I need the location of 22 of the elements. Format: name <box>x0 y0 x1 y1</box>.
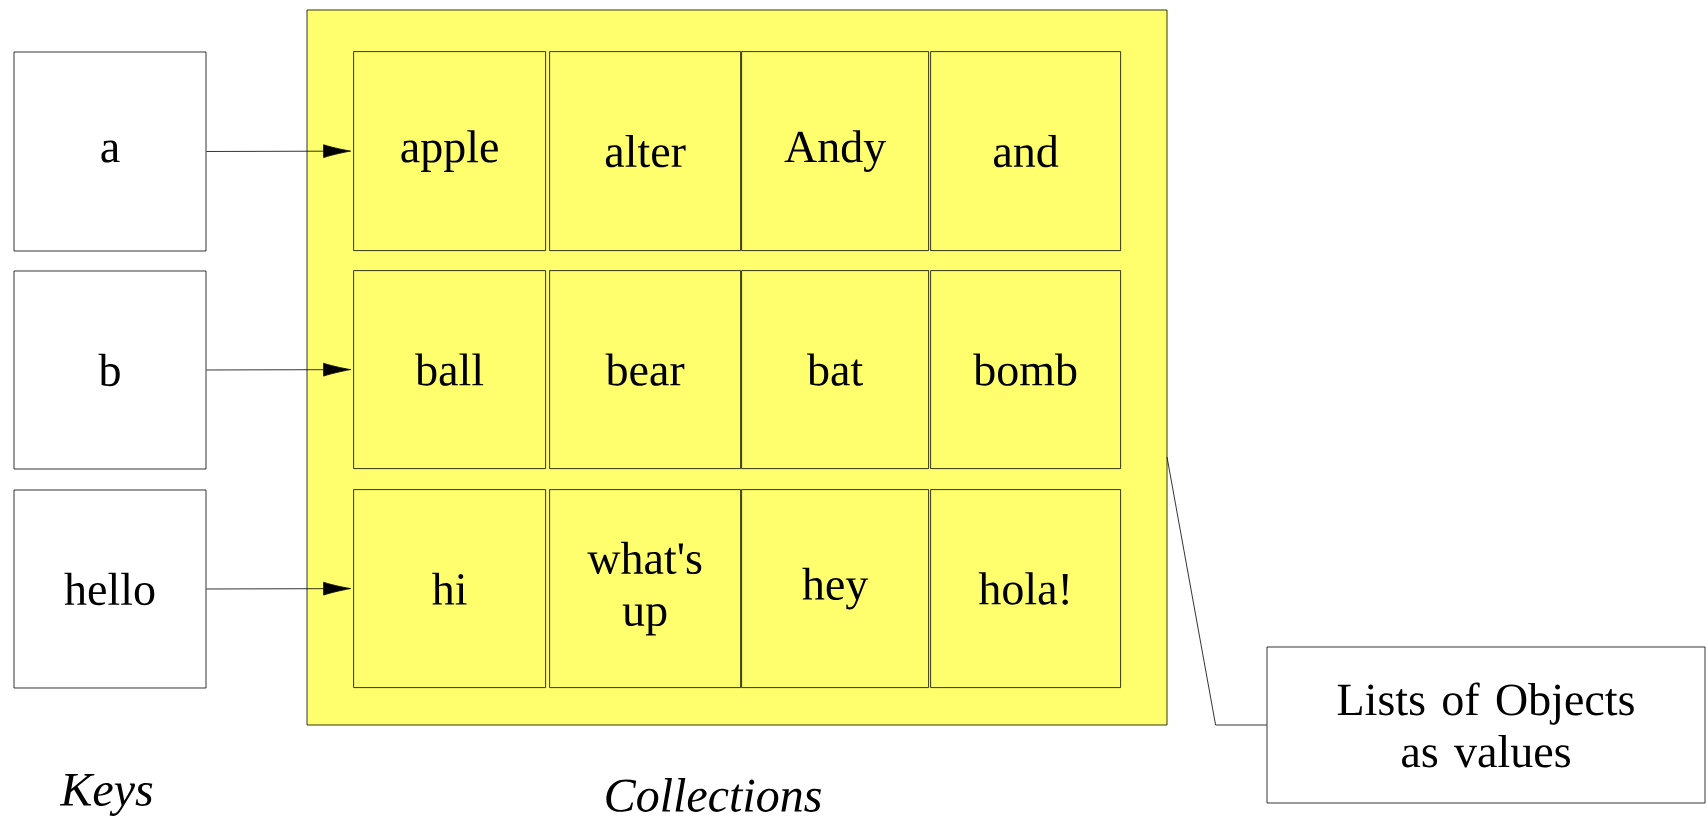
list-cell: apple <box>353 51 546 251</box>
list-cell: ball <box>353 270 546 469</box>
callout-box: Lists of Objects as values <box>1266 646 1706 804</box>
leader-line <box>1166 456 1267 726</box>
arrow <box>206 144 351 158</box>
key-box: b <box>13 270 207 470</box>
list-cell: Andy <box>741 51 929 251</box>
key-box: hello <box>13 489 207 689</box>
key-box: a <box>13 51 207 252</box>
list-cell: hi <box>353 489 546 688</box>
list-cell: and <box>930 51 1121 251</box>
arrow <box>206 362 351 377</box>
list-cell: bat <box>741 270 929 469</box>
list-cell: alter <box>549 51 741 251</box>
arrow <box>206 581 351 596</box>
list-cell: bomb <box>930 270 1121 469</box>
axis-caption: Collections <box>606 778 821 812</box>
list-cell: hey <box>741 489 929 688</box>
axis-caption: Keys <box>59 774 153 816</box>
list-cell: hola! <box>930 489 1121 688</box>
list-cell: bear <box>549 270 741 469</box>
list-cell: what's up <box>549 489 741 688</box>
